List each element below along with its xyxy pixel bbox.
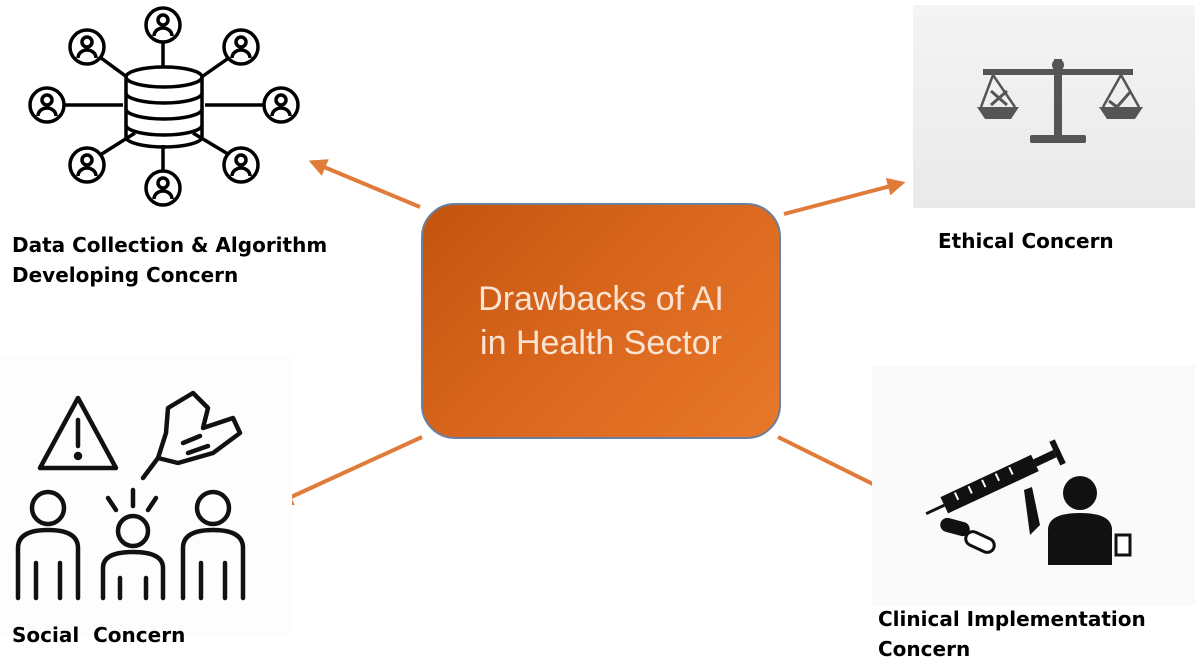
arrow-to-ethical bbox=[783, 177, 906, 216]
database-network-icon bbox=[28, 6, 300, 207]
data-collection-label-line2: Developing Concern bbox=[12, 263, 239, 287]
people-warning-icon bbox=[15, 390, 246, 601]
balance-scale-icon bbox=[977, 59, 1143, 143]
data-collection-label-line1: Data Collection & Algorithm bbox=[12, 233, 328, 257]
syringe-patient-icon bbox=[925, 439, 1132, 565]
social-label: Social Concern bbox=[12, 623, 186, 647]
center-title-line1: Drawbacks of AI bbox=[478, 280, 724, 318]
clinical-label-line2: Concern bbox=[878, 637, 971, 661]
arrow-to-data-collection bbox=[308, 159, 421, 209]
center-title-line2: in Health Sector bbox=[480, 324, 722, 362]
clinical-icon-panel bbox=[872, 365, 1195, 605]
ethical-label: Ethical Concern bbox=[938, 229, 1114, 253]
center-box: Drawbacks of AI in Health Sector bbox=[421, 203, 781, 439]
clinical-label-line1: Clinical Implementation bbox=[878, 607, 1146, 631]
arrow-to-social bbox=[274, 435, 423, 506]
